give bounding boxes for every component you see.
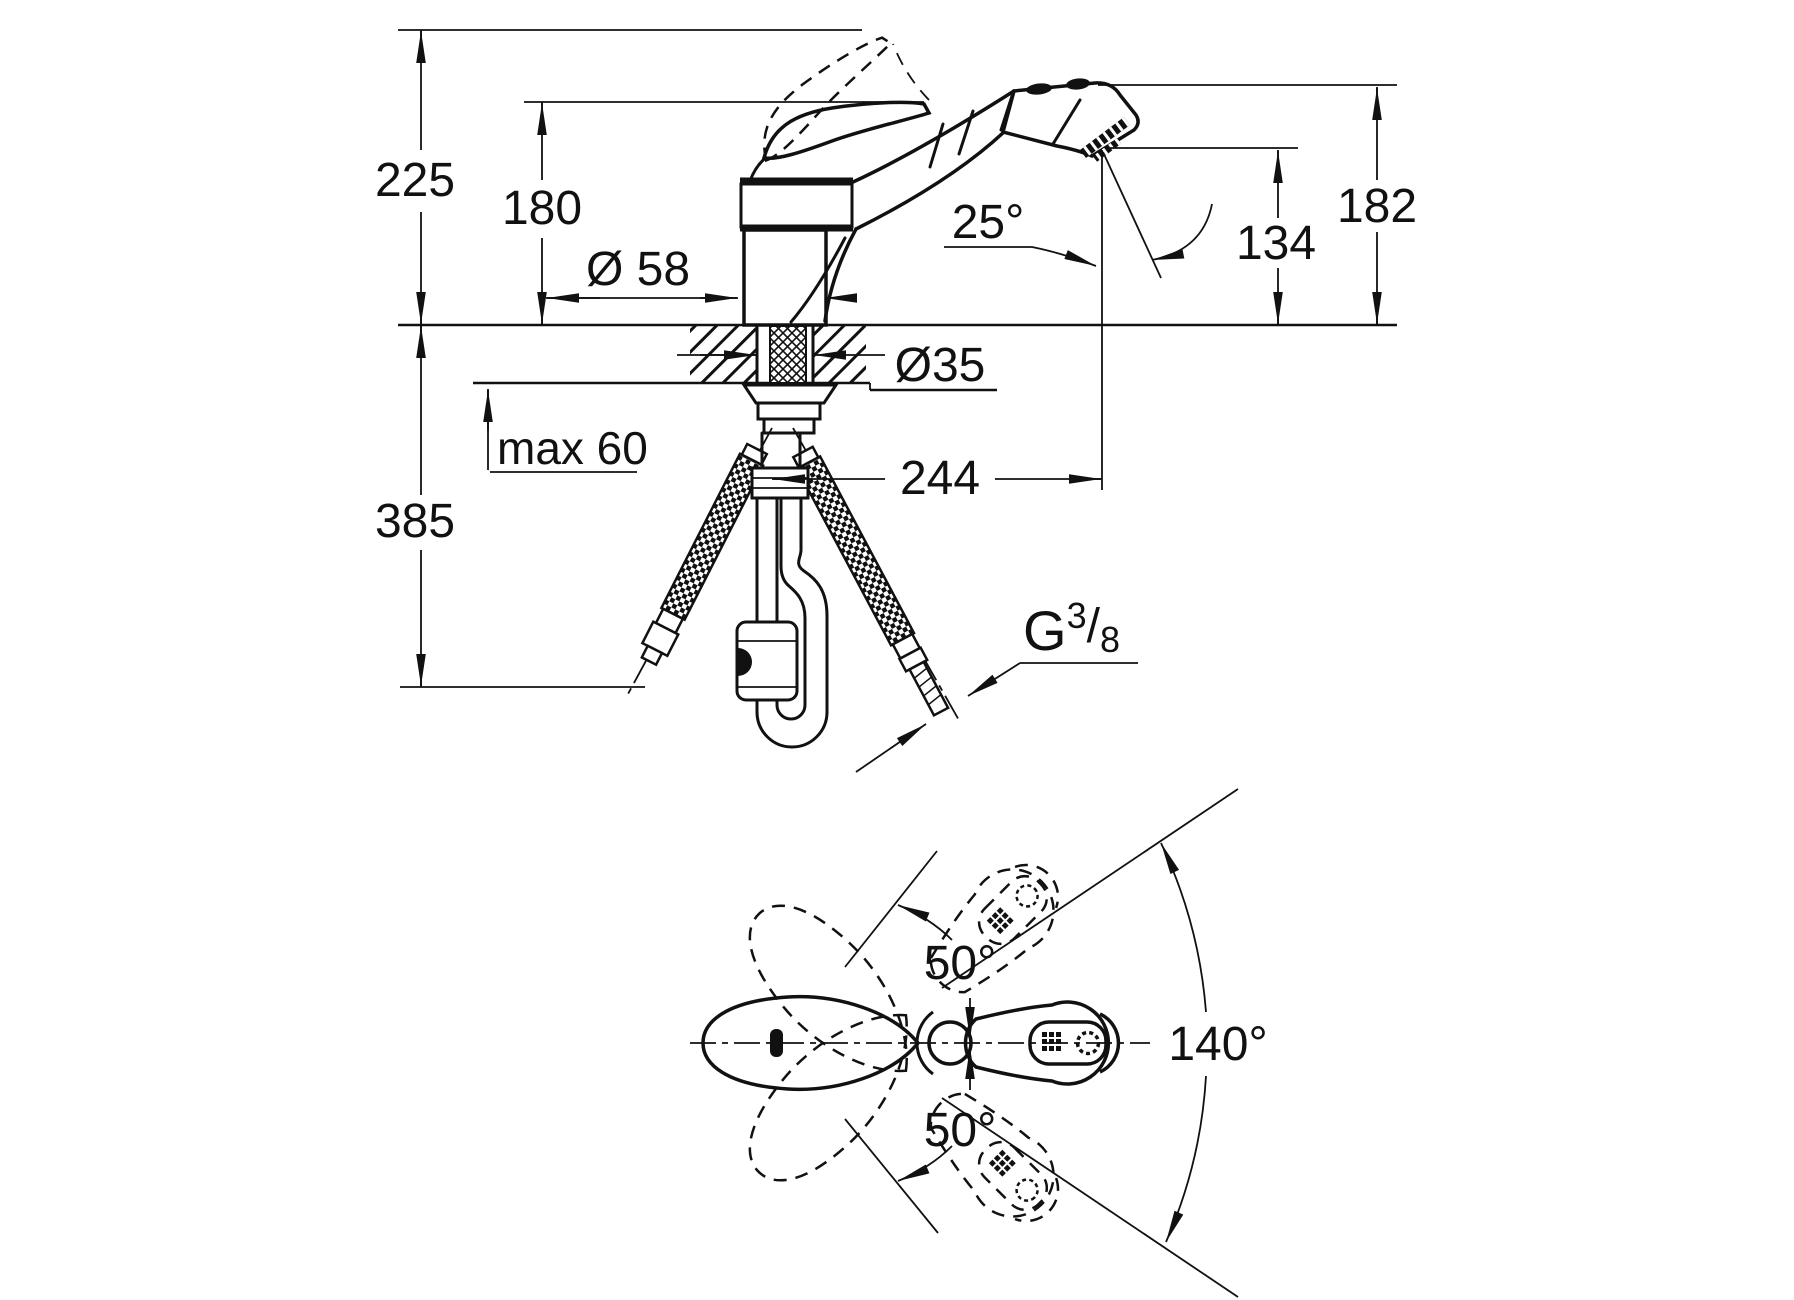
- body-dome: [927, 1020, 973, 1066]
- supply-hose-right: [791, 445, 950, 718]
- dim-hole-diameter: Ø35: [895, 339, 986, 392]
- faucet-top-solid: [702, 996, 1119, 1090]
- spray-button: [1026, 83, 1052, 95]
- supply-hose-left: [640, 442, 769, 667]
- cartridge-housing: [739, 182, 854, 229]
- faucet-body: [739, 36, 1140, 327]
- weight-notch: [738, 648, 752, 676]
- dim-outlet-height: 134: [1236, 217, 1316, 270]
- spout-top-line: [851, 89, 1016, 184]
- ext-line-lower-right: [941, 1097, 1239, 1298]
- dim-total-height: 225: [375, 154, 455, 207]
- spray-direction-line: [1102, 151, 1162, 279]
- faucet-top-view: 50° 50° 140°: [690, 788, 1268, 1298]
- dim-swivel-total: 140°: [1168, 1018, 1267, 1071]
- mounting-flange: [741, 383, 839, 405]
- threaded-shank: [769, 325, 807, 384]
- spout-bottom-line: [854, 130, 1006, 231]
- dim-thread-size: G3/8: [1023, 595, 1120, 662]
- head-joint-seam: [999, 91, 1015, 132]
- ext-line-lower-left: [844, 1118, 939, 1234]
- spray-direction-arrow: [1151, 203, 1213, 261]
- spray-head: [999, 78, 1140, 162]
- counter-hatch-right: [813, 326, 866, 382]
- ext-line-upper-left: [844, 850, 938, 968]
- counter-hatch-left: [690, 326, 757, 382]
- release-collar-rear: [957, 109, 975, 156]
- ext-line-upper-right: [941, 788, 1239, 989]
- dim-swivel-lower: 50°: [924, 1104, 997, 1157]
- dim-spray-angle: 25°: [952, 196, 1025, 249]
- dim-projection: 244: [900, 452, 980, 505]
- dim-base-diameter: Ø 58: [586, 243, 690, 296]
- faucet-side-view: 225 180 385 Ø 58 Ø35: [375, 29, 1417, 773]
- spray-button-2: [1066, 78, 1090, 90]
- mounting-nut: [762, 417, 816, 435]
- plumbing: [627, 325, 961, 749]
- dim-under-deck: 385: [375, 495, 455, 548]
- hose-fitting: [750, 466, 810, 500]
- dim-spout-height: 180: [502, 182, 582, 235]
- side-dimensions: 225 180 385 Ø 58 Ø35: [375, 29, 1417, 773]
- spout-rear-curve: [823, 227, 858, 323]
- handle-button: [770, 1029, 783, 1057]
- lever-motion-arc: [892, 43, 930, 101]
- faucet-base: [742, 228, 828, 327]
- dim-swivel-upper: 50°: [924, 937, 997, 990]
- lever-handle: [761, 100, 932, 161]
- swivel-arc-lower: [1165, 1075, 1207, 1243]
- lever-handle-raised: [763, 36, 893, 163]
- spout-inner-curve: [789, 236, 847, 324]
- head-seam: [1051, 98, 1082, 146]
- swivel-arc-upper: [1160, 842, 1207, 1013]
- dim-head-top-height: 182: [1337, 180, 1417, 233]
- mounting-washer: [756, 401, 822, 421]
- g38-thread-end: [907, 660, 950, 718]
- release-collar-front: [928, 122, 945, 169]
- body-dome-arc: [915, 1010, 934, 1076]
- pullout-hose: [735, 431, 829, 749]
- dim-deck-thickness: max 60: [497, 422, 648, 474]
